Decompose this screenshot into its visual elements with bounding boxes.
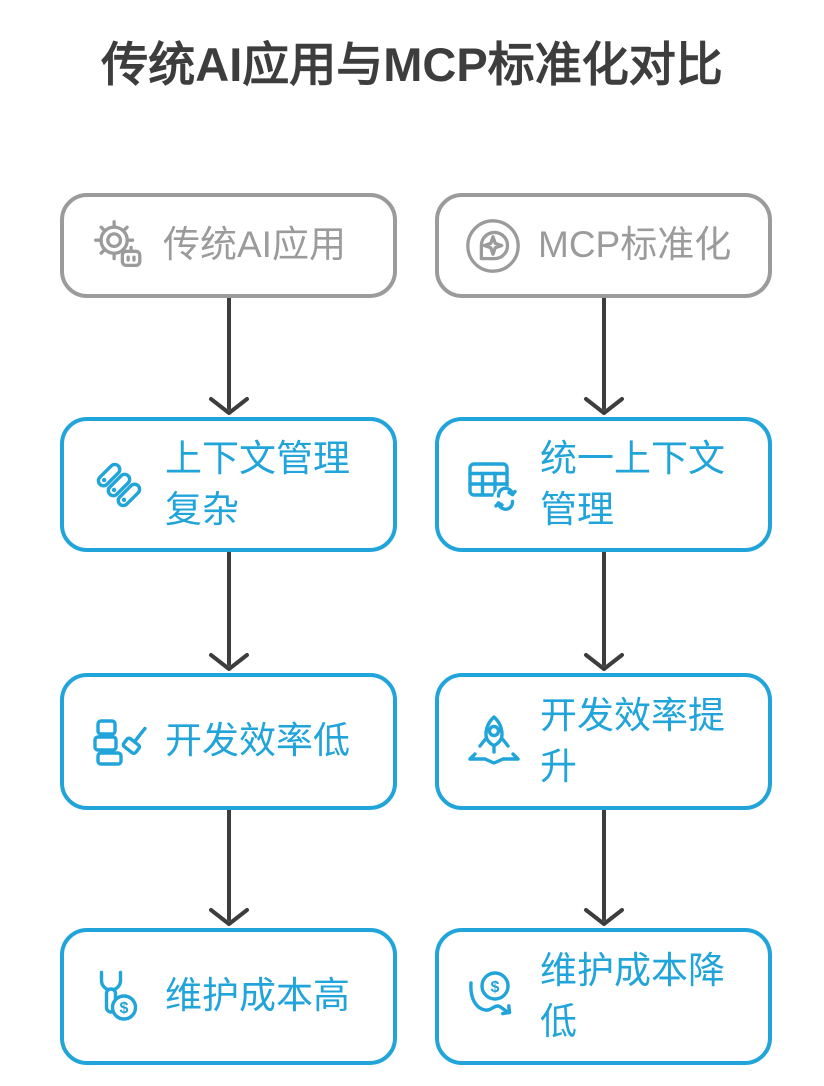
wrench-cost-icon: $: [87, 965, 151, 1029]
node-dev-efficiency-up: 开发效率提升: [435, 673, 772, 810]
node-label: 开发效率提升: [540, 695, 725, 787]
flow-arrow: [209, 810, 249, 926]
node-traditional-ai: 传统AI应用: [60, 193, 397, 298]
node-label: MCP标准化: [538, 224, 732, 266]
node-label: 统一上下文管理: [540, 438, 725, 530]
flow-arrow: [584, 552, 624, 671]
table-sync-icon: [462, 453, 526, 517]
rocket-launch-icon: [462, 710, 526, 774]
node-label: 维护成本高: [165, 975, 350, 1017]
node-label: 维护成本降低: [540, 950, 725, 1042]
dollar-decrease-icon: $: [462, 965, 526, 1029]
node-unified-context: 统一上下文管理: [435, 417, 772, 552]
node-maintenance-cost-down: $ 维护成本降低: [435, 928, 772, 1065]
node-maintenance-cost-high: $ 维护成本高: [60, 928, 397, 1065]
flow-arrow: [584, 810, 624, 926]
dollar-glyph: $: [491, 979, 500, 996]
blocks-brush-icon: [87, 710, 151, 774]
flow-arrow: [584, 298, 624, 415]
diagram-title: 传统AI应用与MCP标准化对比: [101, 38, 723, 91]
dollar-glyph: $: [120, 1000, 129, 1017]
node-label: 开发效率低: [165, 720, 350, 762]
mcp-badge-icon: [462, 215, 524, 277]
stacked-context-icon: [87, 453, 151, 517]
node-mcp-standard: MCP标准化: [435, 193, 772, 298]
flow-arrow: [209, 298, 249, 415]
node-dev-efficiency-low: 开发效率低: [60, 673, 397, 810]
flow-arrow: [209, 552, 249, 671]
node-label: 传统AI应用: [163, 224, 346, 266]
node-label: 上下文管理复杂: [165, 438, 350, 530]
gear-robot-icon: [87, 215, 149, 277]
node-context-complex: 上下文管理复杂: [60, 417, 397, 552]
